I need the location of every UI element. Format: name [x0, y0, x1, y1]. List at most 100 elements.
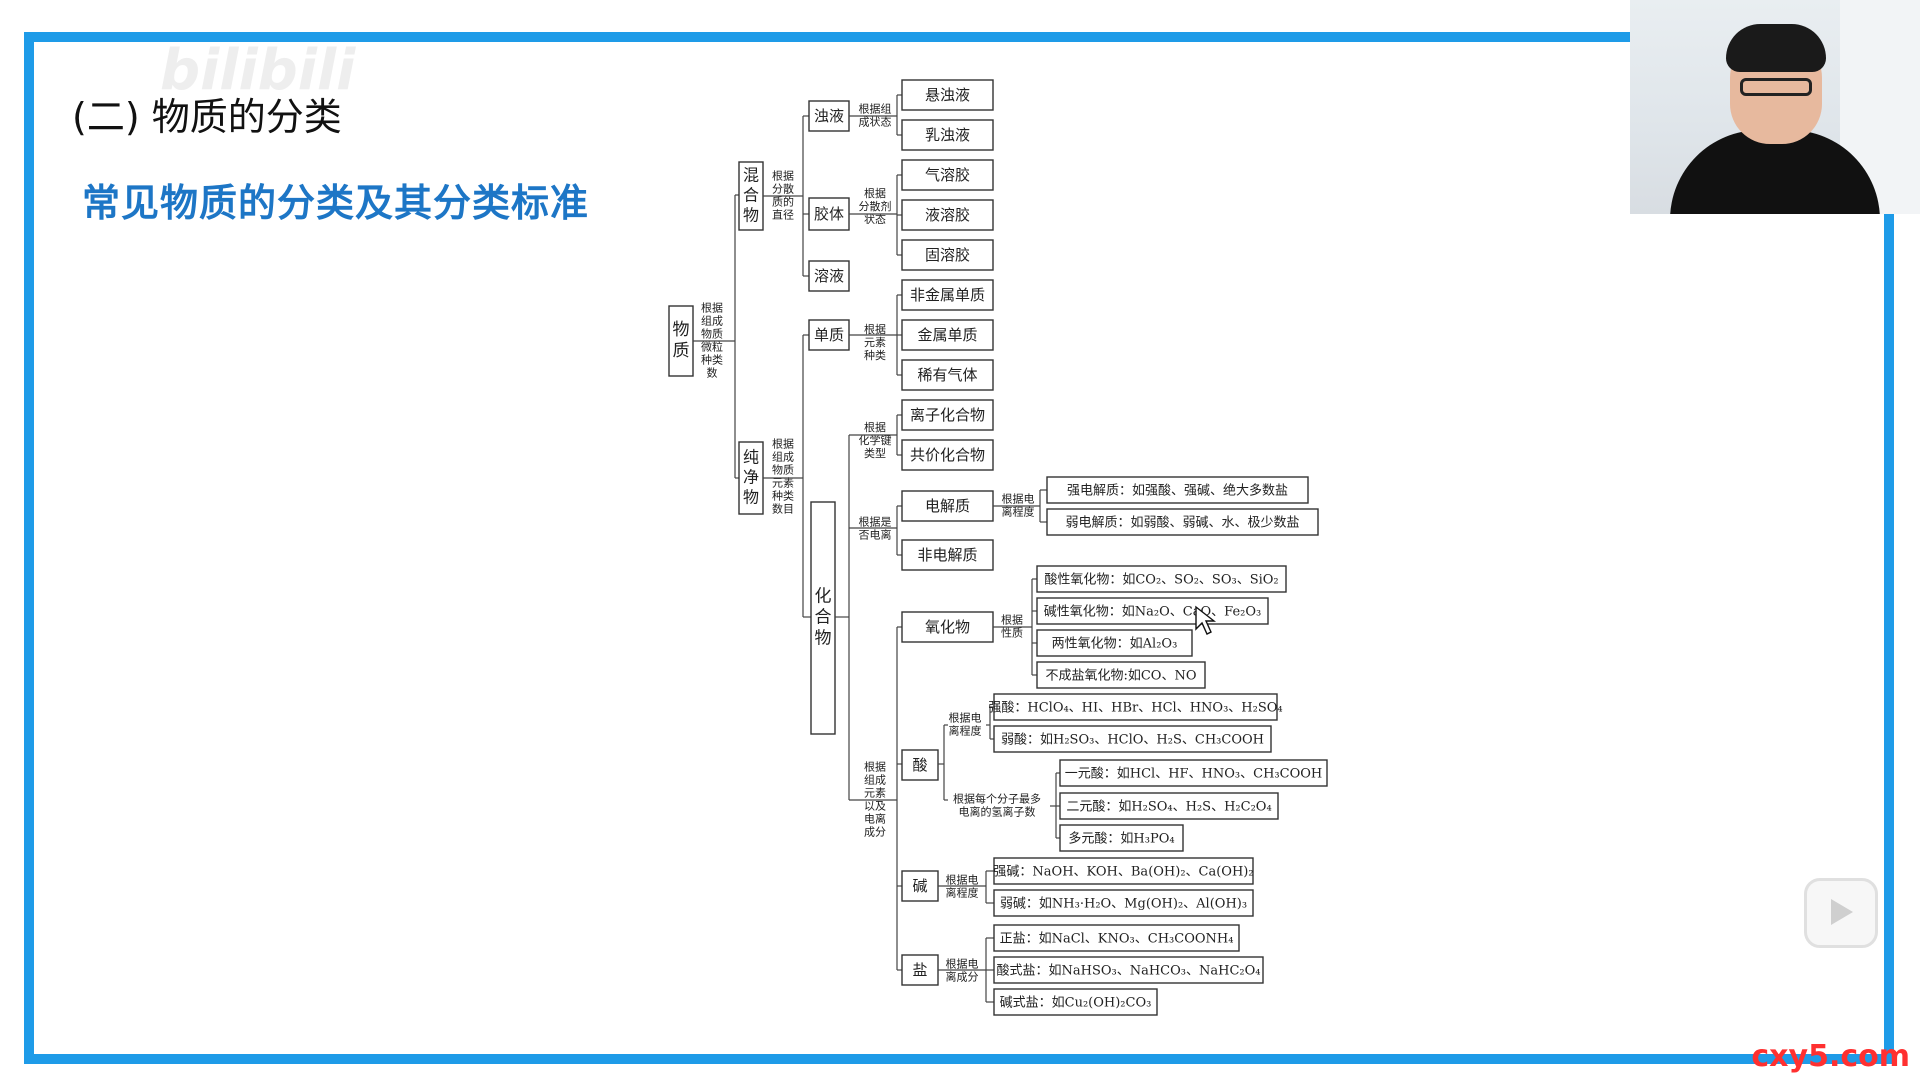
- criterion-base: 根据电: [946, 873, 979, 887]
- criterion-root: 物质: [701, 327, 723, 341]
- node-monoprotic-acid-text: 一元酸：如HCl、HF、HNO₃、CH₃COOH: [1065, 766, 1322, 782]
- node-acid-salt-text: 酸式盐：如NaHSO₃、NaHCO₃、NaHC₂O₄: [996, 963, 1260, 979]
- bilibili-watermark: bilibili: [160, 38, 356, 103]
- node-emulsion-text: 乳浊液: [925, 126, 970, 144]
- play-icon[interactable]: [1804, 878, 1878, 948]
- node-solid-sol: 固溶胶: [901, 239, 994, 271]
- node-amphoteric-oxide: 两性氧化物：如Al₂O₃: [1036, 629, 1193, 657]
- node-non-salt-oxide: 不成盐氧化物:如CO、NO: [1036, 661, 1206, 689]
- node-compound-char: 物: [815, 629, 832, 649]
- node-nonmetal-text: 非金属单质: [910, 286, 985, 304]
- node-root-matter-char: 物: [673, 320, 690, 340]
- criterion-composition: 以及: [864, 800, 886, 813]
- node-weak-base-text: 弱碱：如NH₃·H₂O、Mg(OH)₂、Al(OH)₃: [1000, 896, 1247, 912]
- criterion-turbid: 成状态: [859, 115, 892, 129]
- node-pure-char: 物: [743, 488, 759, 507]
- node-nonmetal: 非金属单质: [901, 279, 994, 311]
- node-emulsion: 乳浊液: [901, 119, 994, 151]
- presenter-glasses: [1740, 78, 1812, 96]
- criterion-salt: 离成分: [946, 970, 979, 984]
- node-non-salt-oxide-text: 不成盐氧化物:如CO、NO: [1045, 668, 1196, 684]
- node-strong-electrolyte-text: 强电解质：如强酸、强碱、绝大多数盐: [1067, 483, 1288, 499]
- criterion-root: 组成: [701, 314, 723, 328]
- node-colloid-text: 胶体: [814, 205, 844, 223]
- node-weak-electrolyte-text: 弱电解质：如弱酸、弱碱、水、极少数盐: [1065, 515, 1299, 531]
- node-liquid-sol-text: 液溶胶: [925, 206, 970, 224]
- criterion-composition: 组成: [864, 773, 886, 787]
- node-element-text: 单质: [814, 326, 844, 344]
- node-strong-base-text: 强碱：NaOH、KOH、Ba(OH)₂、Ca(OH)₂: [993, 865, 1253, 880]
- criterion-colloid: 状态: [864, 212, 886, 226]
- node-basic-oxide: 碱性氧化物：如Na₂O、CaO、Fe₂O₃: [1036, 597, 1269, 625]
- node-polyprotic-acid: 多元酸：如H₃PO₄: [1059, 824, 1184, 852]
- node-basic-oxide-text: 碱性氧化物：如Na₂O、CaO、Fe₂O₃: [1044, 604, 1261, 620]
- node-mixture: 混合物: [738, 161, 764, 231]
- node-normal-salt-text: 正盐：如NaCl、KNO₃、CH₃COONH₄: [1000, 931, 1234, 947]
- node-solution: 溶液: [808, 260, 850, 292]
- criterion-pure: 根据: [772, 437, 794, 451]
- node-strong-electrolyte: 强电解质：如强酸、强碱、绝大多数盐: [1046, 476, 1309, 504]
- criterion-element: 种类: [864, 348, 886, 362]
- node-root-matter: 物质: [668, 305, 694, 377]
- node-basic-salt-text: 碱式盐：如Cu₂(OH)₂CO₃: [1000, 995, 1152, 1011]
- node-base-text: 碱: [912, 877, 927, 895]
- node-noble-gas-text: 稀有气体: [917, 366, 977, 384]
- node-salt-text: 盐: [912, 961, 927, 979]
- criterion-mixture: 质的: [772, 195, 794, 209]
- node-covalent-compound: 共价化合物: [901, 439, 994, 471]
- criterion-composition: 成分: [864, 826, 886, 839]
- node-oxide-text: 氧化物: [925, 618, 970, 636]
- criterion-mixture: 分散: [772, 182, 794, 196]
- criterion-acid-strength: 根据电: [949, 711, 982, 725]
- node-root-matter-char: 质: [673, 341, 690, 361]
- criterion-pure: 种类: [772, 489, 794, 503]
- node-normal-salt: 正盐：如NaCl、KNO₃、CH₃COONH₄: [993, 924, 1240, 952]
- criterion-colloid: 分散剂: [859, 199, 892, 213]
- node-solution-text: 溶液: [814, 267, 844, 285]
- node-mixture-char: 混: [743, 166, 759, 185]
- node-base: 碱: [901, 870, 939, 902]
- criterion-pure: 数目: [772, 503, 794, 516]
- node-weak-electrolyte: 弱电解质：如弱酸、弱碱、水、极少数盐: [1046, 508, 1319, 536]
- criterion-composition: 元素: [864, 787, 886, 800]
- criterion-composition: 根据: [864, 760, 886, 774]
- node-solid-sol-text: 固溶胶: [925, 246, 970, 264]
- node-mixture-char: 物: [743, 206, 759, 225]
- criterion-electrolyte: 否电离: [859, 528, 892, 542]
- node-suspension-text: 悬浊液: [925, 86, 970, 104]
- criterion-mixture: 根据: [772, 169, 794, 183]
- criterion-ionization: 根据电: [1002, 492, 1035, 506]
- node-metal-text: 金属单质: [917, 326, 977, 344]
- criterion-electrolyte: 根据是: [859, 515, 892, 529]
- node-acid-salt: 酸式盐：如NaHSO₃、NaHCO₃、NaHC₂O₄: [993, 956, 1264, 984]
- criterion-pure: 物质: [772, 463, 794, 477]
- criterion-salt: 根据电: [946, 957, 979, 971]
- node-weak-acid-text: 弱酸：如H₂SO₃、HClO、H₂S、CH₃COOH: [1001, 732, 1264, 748]
- node-amphoteric-oxide-text: 两性氧化物：如Al₂O₃: [1052, 636, 1178, 652]
- node-turbid-text: 浊液: [814, 107, 844, 125]
- node-element: 单质: [808, 319, 850, 351]
- node-mixture-char: 合: [743, 186, 759, 205]
- node-aerosol: 气溶胶: [901, 159, 994, 191]
- node-pure-char: 纯: [743, 448, 759, 467]
- node-oxide: 氧化物: [901, 611, 994, 643]
- criterion-ionization: 离程度: [1002, 505, 1035, 519]
- node-strong-acid: 强酸：HClO₄、HI、HBr、HCl、HNO₃、H₂SO₄: [988, 693, 1283, 721]
- criterion-root: 种类: [701, 353, 723, 367]
- node-salt: 盐: [901, 954, 939, 986]
- node-acidic-oxide: 酸性氧化物：如CO₂、SO₂、SO₃、SiO₂: [1036, 565, 1287, 593]
- criterion-element: 元素: [864, 336, 886, 349]
- node-liquid-sol: 液溶胶: [901, 199, 994, 231]
- node-noble-gas: 稀有气体: [901, 359, 994, 391]
- node-aerosol-text: 气溶胶: [925, 166, 970, 184]
- mouse-cursor-icon: [1195, 605, 1217, 635]
- node-ionic-compound-text: 离子化合物: [910, 406, 985, 424]
- node-weak-acid: 弱酸：如H₂SO₃、HClO、H₂S、CH₃COOH: [993, 725, 1272, 753]
- node-acidic-oxide-text: 酸性氧化物：如CO₂、SO₂、SO₃、SiO₂: [1044, 572, 1278, 588]
- node-colloid: 胶体: [808, 197, 850, 231]
- criterion-colloid: 根据: [864, 186, 886, 200]
- node-basic-salt: 碱式盐：如Cu₂(OH)₂CO₃: [993, 988, 1158, 1016]
- criterion-acid-protons: 电离的氢离子数: [959, 805, 1036, 819]
- criterion-oxide: 性质: [1001, 626, 1023, 640]
- node-electrolyte-text: 电解质: [925, 497, 970, 515]
